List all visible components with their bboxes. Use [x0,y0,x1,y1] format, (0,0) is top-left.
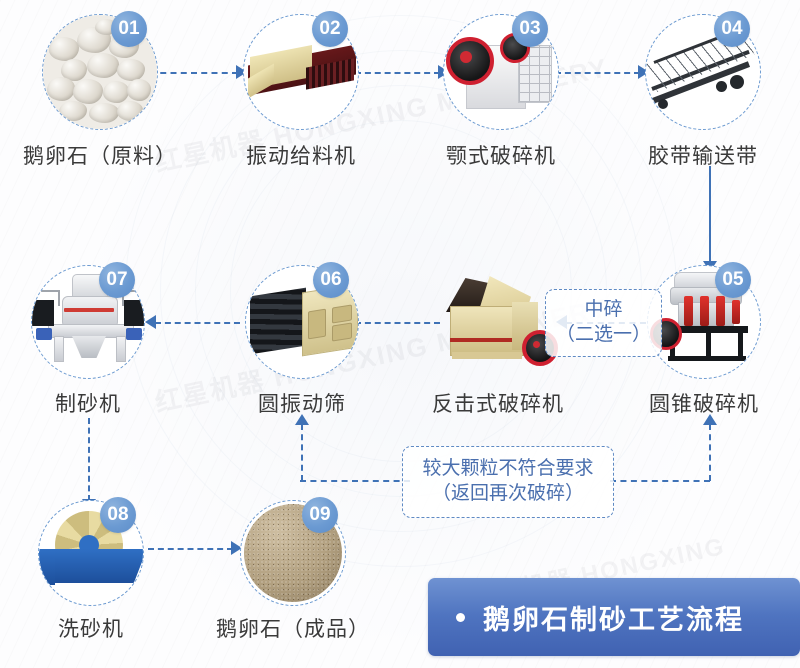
note-secondary-crush-line2: （二选一） [555,324,651,345]
connector-08-to-09 [148,548,233,550]
connector-03-to-04 [555,72,640,74]
arrow-left-icon [145,315,156,329]
impact-crusher-photo [438,272,558,372]
node-06[interactable]: 06 [245,262,359,379]
node-05-badge: 05 [715,262,751,298]
connector-02-to-03 [355,72,440,74]
node-05-label: 圆锥破碎机 [649,393,759,416]
node-03-label: 颚式破碎机 [446,145,556,168]
note-oversize-return-line2: （返回再次破碎） [431,483,584,504]
node-02-badge: 02 [312,11,348,47]
node-06-circle [245,265,359,379]
node-04[interactable]: 04 [645,11,761,130]
node-07-label: 制砂机 [55,393,121,416]
node-02-label: 振动给料机 [246,145,356,168]
node-03-badge: 03 [512,11,548,47]
node-09-label: 鹅卵石（成品） [216,618,370,641]
note-secondary-crush: 中碎 （二选一） [545,289,662,357]
node-06-badge: 06 [313,262,349,298]
node-impact-crusher[interactable] [438,272,558,372]
connector-06-to-07 [155,322,240,324]
node-06-label: 圆振动筛 [258,393,346,416]
node-08-circle [38,500,144,606]
node-impact-crusher-label: 反击式破碎机 [432,393,564,416]
node-07-badge: 07 [99,262,135,298]
node-08-label: 洗砂机 [58,618,124,641]
node-09-badge: 09 [302,497,338,533]
node-01-badge: 01 [111,11,147,47]
node-01-label: 鹅卵石（原料） [23,145,177,168]
node-09-circle [240,500,346,606]
node-08-badge: 08 [100,497,136,533]
connector-04-to-05 [709,166,711,263]
title-banner-text: 鹅卵石制砂工艺流程 [483,604,744,635]
note-oversize-return: 较大颗粒不符合要求 （返回再次破碎） [402,446,614,518]
arrow-up-icon [703,414,717,425]
node-03[interactable]: 03 [443,11,559,130]
connector-07-to-08 [88,418,90,501]
node-08[interactable]: 08 [38,497,144,606]
title-banner: 鹅卵石制砂工艺流程 [428,578,800,656]
arrow-up-icon [295,414,309,425]
arrow-right-icon [638,65,649,79]
node-05[interactable]: 05 [647,262,761,379]
feedback-bus-right [610,480,710,482]
feedback-riser-to-06 [301,424,303,481]
node-03-circle [443,14,559,130]
jaw-crusher-photo [444,15,558,129]
node-04-label: 胶带输送带 [648,145,758,168]
note-oversize-return-line1: 较大颗粒不符合要求 [422,458,594,480]
node-02[interactable]: 02 [243,11,359,130]
node-01[interactable]: 01 [42,11,158,130]
bullet-dot-icon [456,612,465,622]
belt-conveyor-photo [646,15,760,129]
feedback-bus-left [300,480,410,482]
sand-making-machine-photo [32,266,144,378]
note-secondary-crush-line1: 中碎 [584,299,623,321]
node-07[interactable]: 07 [31,262,145,379]
node-09[interactable]: 09 [240,497,346,606]
arrow-right-icon [231,541,242,555]
connector-01-to-02 [150,72,238,74]
connector-impact-to-06 [355,322,440,324]
node-04-badge: 04 [714,11,750,47]
arrow-right-icon [236,65,247,79]
feedback-riser-to-05 [709,424,711,481]
